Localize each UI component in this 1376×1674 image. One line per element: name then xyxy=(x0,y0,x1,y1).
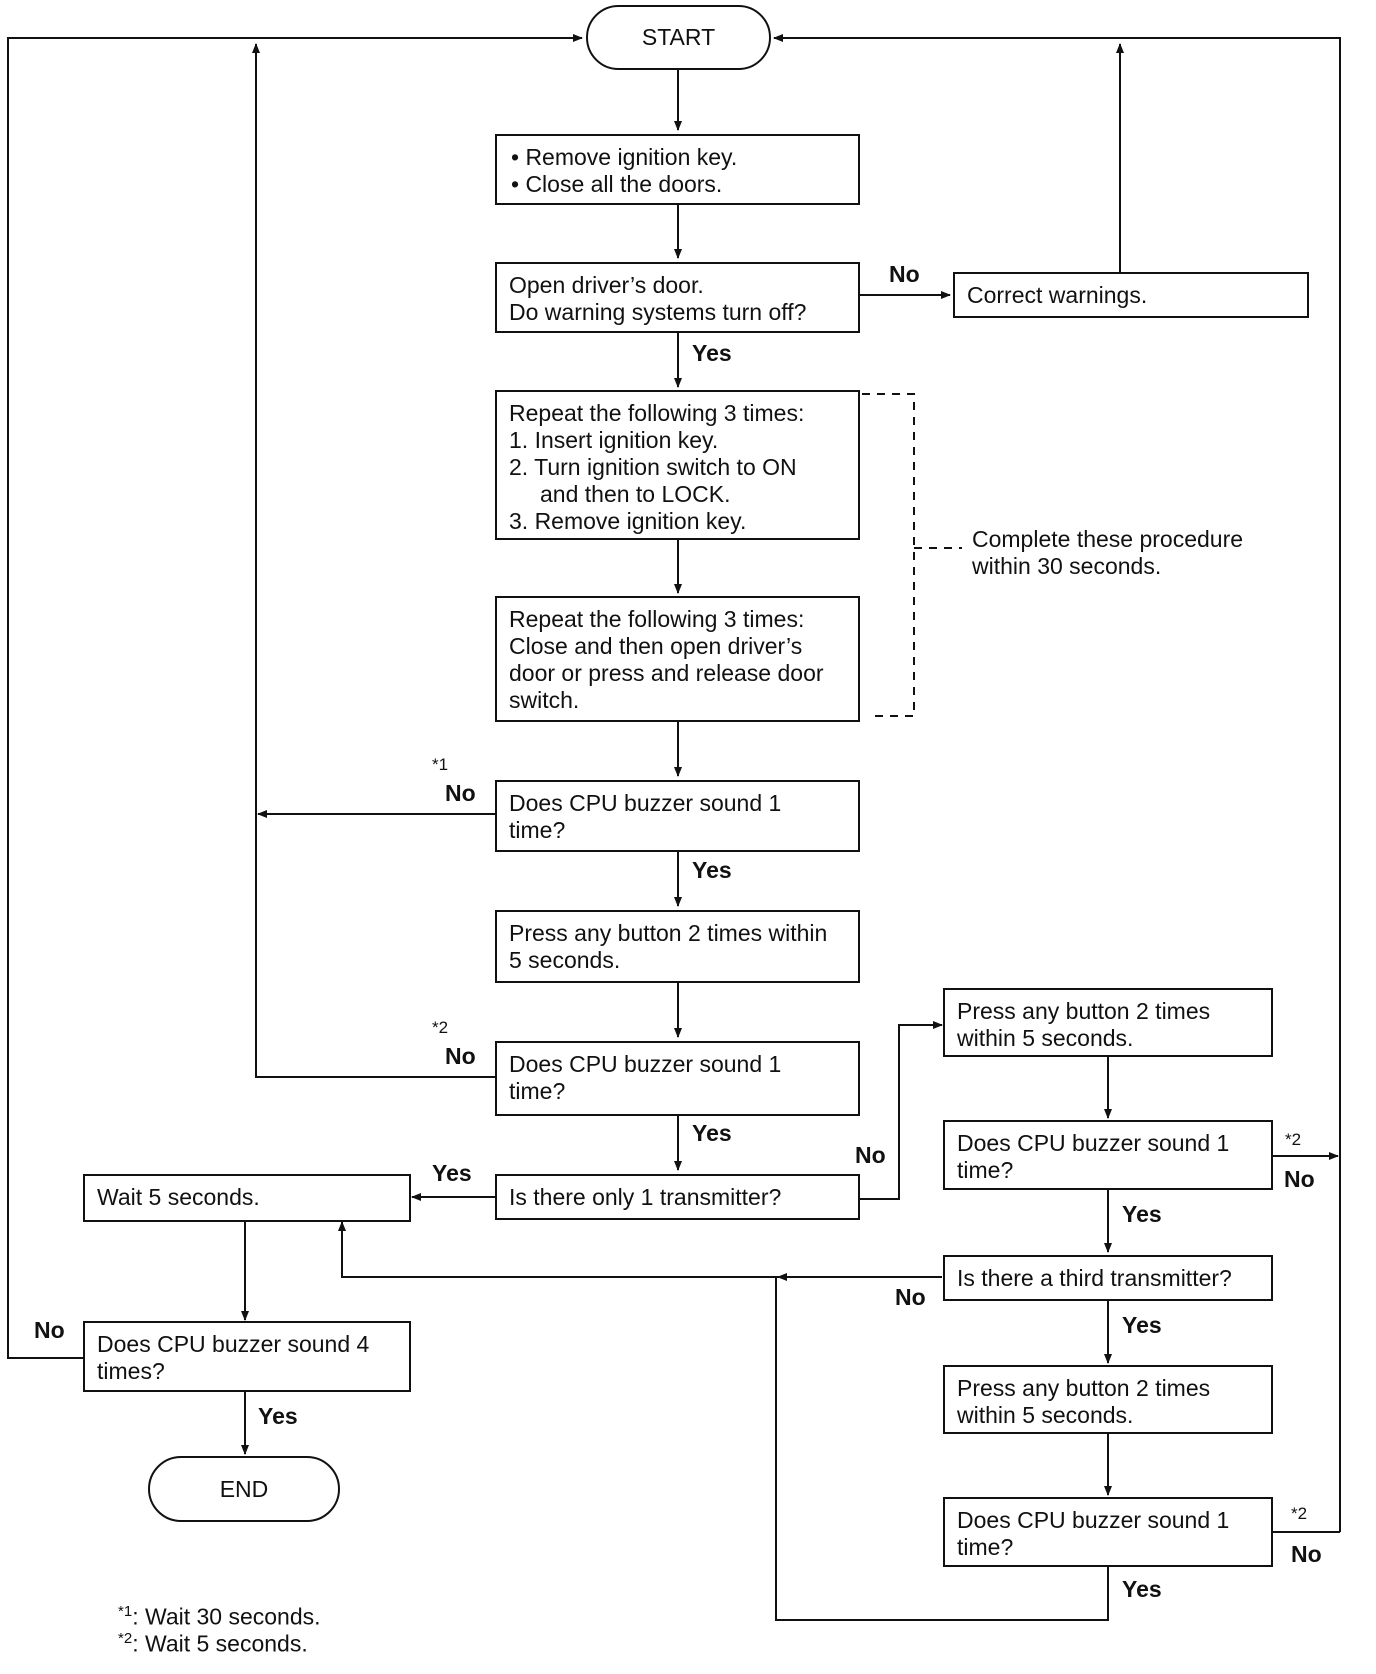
repeat-ignition-step: Repeat the following 3 times: 1. Insert … xyxy=(495,390,860,540)
open-door-decision: Open driver’s door. Do warning systems t… xyxy=(495,262,860,333)
yes-label-buzzer-4: Yes xyxy=(258,1403,298,1429)
third-transmitter-decision: Is there a third transmitter? xyxy=(943,1255,1273,1301)
yes-label-third: Yes xyxy=(1122,1312,1162,1338)
yes-label-buzzer-2: Yes xyxy=(692,1120,732,1146)
footnote-2: *2: Wait 5 seconds. xyxy=(118,1630,308,1657)
no-label-open-door: No xyxy=(889,261,920,287)
buzzer-once-decision-3: Does CPU buzzer sound 1 time? xyxy=(943,1120,1273,1190)
press-button-step-2: Press any button 2 times within 5 second… xyxy=(943,988,1273,1057)
marker-1: *1 xyxy=(432,755,449,774)
repeat-door-step: Repeat the following 3 times: Close and … xyxy=(495,596,860,722)
yes-label-only-one: Yes xyxy=(432,1160,472,1186)
no-label-buzzer-2: No xyxy=(445,1043,476,1069)
footnote-1: *1: Wait 30 seconds. xyxy=(118,1603,321,1630)
marker-2b: *2 xyxy=(1285,1130,1302,1149)
buzzer-once-decision-4: Does CPU buzzer sound 1 time? xyxy=(943,1497,1273,1567)
wait-five-step: Wait 5 seconds. xyxy=(83,1174,411,1222)
marker-2c: *2 xyxy=(1291,1504,1308,1523)
no-label-only-one: No xyxy=(855,1142,886,1168)
yes-label-open-door: Yes xyxy=(692,340,732,366)
no-label-buzzer-5: No xyxy=(1291,1541,1322,1567)
correct-warnings-step: Correct warnings. xyxy=(953,272,1309,318)
remove-key-step: • Remove ignition key. • Close all the d… xyxy=(495,134,860,205)
yes-label-buzzer-5: Yes xyxy=(1122,1576,1162,1602)
buzzer-once-decision-1: Does CPU buzzer sound 1 time? xyxy=(495,780,860,852)
no-label-buzzer-3: No xyxy=(1284,1166,1315,1192)
no-label-third: No xyxy=(895,1284,926,1310)
no-label-buzzer-4: No xyxy=(34,1317,65,1343)
press-button-step-3: Press any button 2 times within 5 second… xyxy=(943,1365,1273,1434)
press-button-step-1: Press any button 2 times within 5 second… xyxy=(495,910,860,983)
marker-2a: *2 xyxy=(432,1018,449,1037)
yes-label-buzzer-3: Yes xyxy=(1122,1201,1162,1227)
buzzer-once-decision-2: Does CPU buzzer sound 1 time? xyxy=(495,1041,860,1116)
buzzer-four-decision: Does CPU buzzer sound 4 times? xyxy=(83,1321,411,1392)
no-label-buzzer-1: No xyxy=(445,780,476,806)
only-one-transmitter-decision: Is there only 1 transmitter? xyxy=(495,1174,860,1220)
end-terminal: END xyxy=(148,1456,340,1522)
bracket-note: Complete these procedure within 30 secon… xyxy=(972,526,1244,579)
yes-label-buzzer-1: Yes xyxy=(692,857,732,883)
start-terminal: START xyxy=(586,5,771,70)
